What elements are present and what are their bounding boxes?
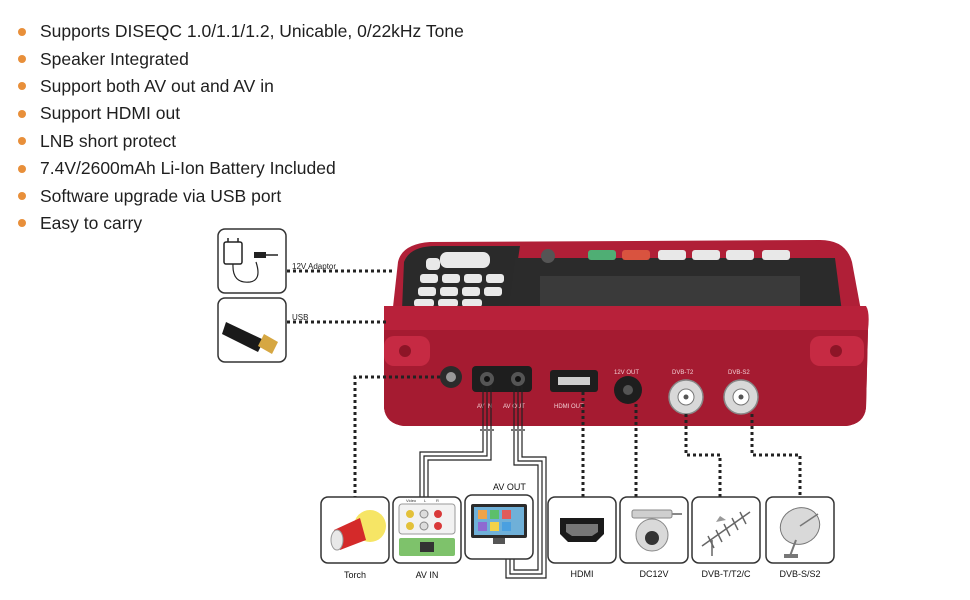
av-out-title: AV OUT [493,482,526,492]
dvb-s2-port-label: DVB-S2 [728,370,750,376]
output-label-torch: Torch [344,570,366,580]
feature-item: LNB short protect [14,128,464,155]
adaptor-thumbnail [217,228,287,294]
hdmi-port [550,370,598,392]
tv-app-tiles-icon [478,510,511,531]
connection-lines [287,269,802,497]
av-in-port-label: AV IN [477,404,492,410]
output-label-av-in: AV IN [416,570,439,580]
torch-thumbnail [320,496,390,564]
torch-lens [440,366,462,388]
av-ports [472,366,532,392]
hdmi-thumbnail [547,496,617,564]
lcd-screen [540,276,800,308]
av-in-thumbnail: Video L R [392,496,462,564]
feature-item: Software upgrade via USB port [14,182,464,209]
satellite-dish-thumbnail [765,496,835,564]
hdmi-out-port-label: HDMI OUT [554,404,584,410]
bullet-icon [18,55,26,64]
usb-label: USB [292,313,308,322]
feature-item: Supports DISEQC 1.0/1.1/1.2, Unicable, 0… [14,18,464,45]
adaptor-label: 12V Adaptor [292,262,336,271]
feature-item: Easy to carry [14,210,464,237]
keypad-keys [414,252,504,307]
bullet-icon [18,219,26,228]
av-out-thumbnail [464,494,534,560]
satellite-finder-device: AV IN AV OUT HDMI OUT 12V OUT DVB-T2 DVB… [384,240,869,426]
usb-stick-thumbnail [217,297,287,363]
bullet-icon [18,27,26,36]
function-buttons [541,249,790,263]
bullet-icon [18,192,26,201]
dc12v-out-port-label: 12V OUT [614,370,639,376]
feature-item: Support both AV out and AV in [14,73,464,100]
bullet-icon [18,164,26,173]
feature-item: Support HDMI out [14,100,464,127]
output-label-dc12v: DC12V [639,569,668,579]
feature-item: 7.4V/2600mAh Li-Ion Battery Included [14,155,464,182]
output-label-hdmi: HDMI [571,569,594,579]
output-label-dvb-t: DVB-T/T2/C [701,569,751,579]
feature-item: Speaker Integrated [14,45,464,72]
av-cables [419,386,547,579]
output-label-dvb-s: DVB-S/S2 [779,569,820,579]
dvb-t-antenna-thumbnail [691,496,761,564]
av-in-video-jack-label: Video [406,498,417,503]
bullet-icon [18,109,26,118]
av-in-left-jack-label: L [424,498,427,503]
bullet-icon [18,137,26,146]
feature-list: Supports DISEQC 1.0/1.1/1.2, Unicable, 0… [14,18,464,237]
dc12v-thumbnail [619,496,689,564]
dvb-t2-port-label: DVB-T2 [672,370,694,376]
av-in-right-jack-label: R [436,498,439,503]
dvb-t-connector [668,379,704,415]
dvb-s-connector [723,379,759,415]
bullet-icon [18,82,26,91]
dc-port [614,376,642,404]
